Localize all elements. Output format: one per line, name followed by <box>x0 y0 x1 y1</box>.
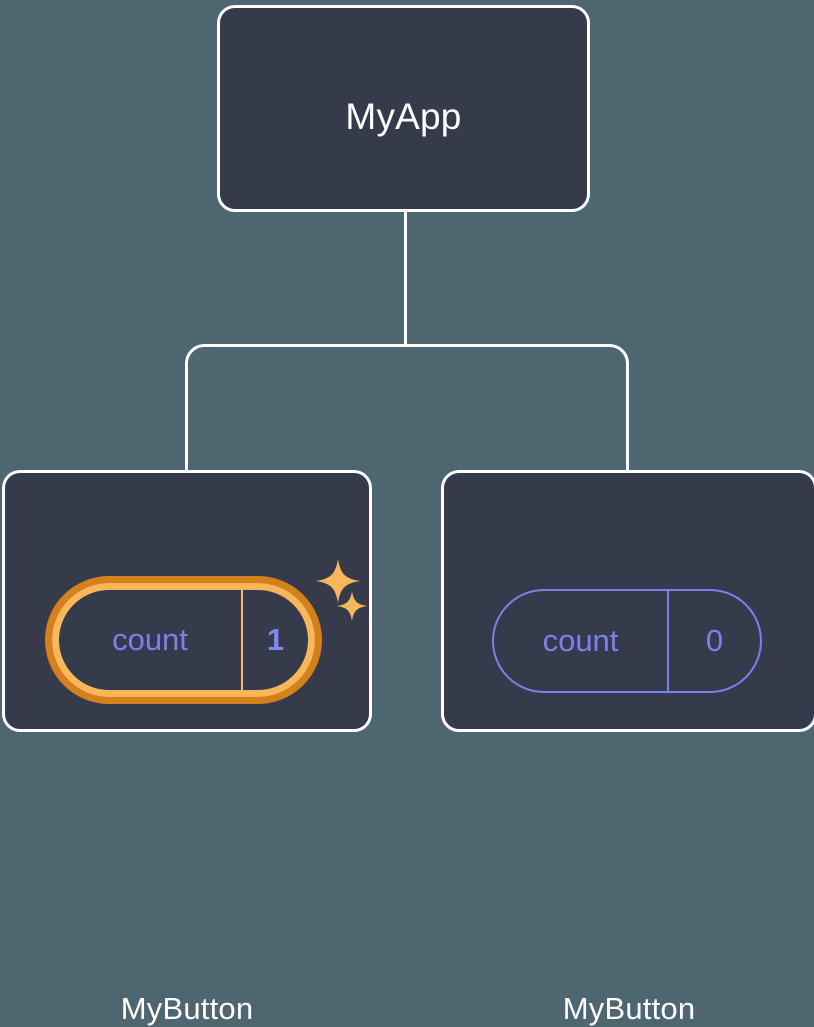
node-myapp-label: MyApp <box>345 96 462 137</box>
edge-to-child-left <box>185 344 406 470</box>
state-pill-right[interactable]: count 0 <box>492 589 762 693</box>
node-myapp[interactable]: MyApp <box>217 5 590 212</box>
node-mybutton-right-label: MyButton <box>562 991 696 1026</box>
state-pill-left-key: count <box>59 590 243 690</box>
sparkle-icon-large <box>316 559 360 603</box>
node-mybutton-left-label: MyButton <box>120 991 254 1026</box>
state-pill-left-value: 1 <box>266 622 285 657</box>
edge-to-child-right <box>405 344 629 470</box>
diagram-canvas: MyApp MyButton count 1 MyButton count 0 <box>2 5 814 1026</box>
state-pill-left-ring: count 1 <box>52 583 315 697</box>
state-pill-left[interactable]: count 1 <box>45 576 322 704</box>
sparkle-icon-small <box>337 591 367 621</box>
state-pill-right-value: 0 <box>705 623 724 658</box>
state-pill-right-key: count <box>494 591 669 691</box>
